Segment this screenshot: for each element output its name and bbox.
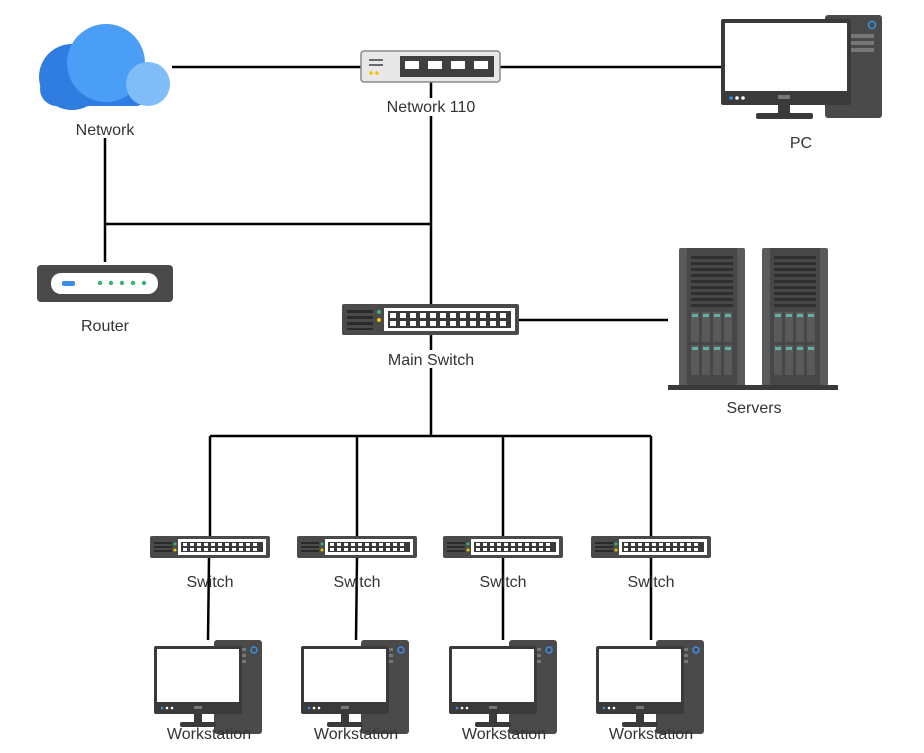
switch-label: Switch bbox=[627, 574, 674, 591]
main-switch-node[interactable]: Main Switch bbox=[342, 304, 519, 369]
pc-node[interactable]: PC bbox=[721, 15, 882, 152]
cloud-icon bbox=[39, 24, 170, 110]
switch-node-4[interactable]: Switch bbox=[591, 536, 711, 591]
desktop-computer-icon bbox=[300, 639, 410, 735]
workstation-node-3[interactable]: Workstation bbox=[448, 639, 558, 743]
connection-lines bbox=[103, 65, 722, 641]
network-switch-icon bbox=[297, 536, 417, 558]
network-switch-icon bbox=[443, 536, 563, 558]
workstation-label: Workstation bbox=[314, 726, 398, 743]
switch-node-3[interactable]: Switch bbox=[443, 536, 563, 591]
workstation-label: Workstation bbox=[167, 726, 251, 743]
switch-label: Switch bbox=[333, 574, 380, 591]
desktop-computer-icon bbox=[448, 639, 558, 735]
router-label: Router bbox=[81, 318, 130, 335]
main-switch-label: Main Switch bbox=[388, 352, 474, 369]
workstation-label: Workstation bbox=[462, 726, 546, 743]
servers-label: Servers bbox=[726, 400, 781, 417]
workstation-node-4[interactable]: Workstation bbox=[595, 639, 705, 743]
cloud-label: Network bbox=[76, 122, 136, 139]
link-switch-ws-1 bbox=[206, 557, 211, 641]
server-rack-icon bbox=[668, 248, 838, 390]
router-node[interactable]: Router bbox=[37, 265, 173, 335]
link-switch-ws-2 bbox=[354, 557, 359, 641]
top-switch-label: Network 110 bbox=[387, 99, 476, 116]
pc-label: PC bbox=[790, 135, 812, 152]
network-switch-icon bbox=[342, 304, 519, 335]
workstation-node-2[interactable]: Workstation bbox=[300, 639, 410, 743]
cloud-node[interactable]: Network bbox=[39, 24, 170, 139]
workstation-node-1[interactable]: Workstation bbox=[153, 639, 263, 743]
desktop-computer-icon bbox=[595, 639, 705, 735]
top-switch-node[interactable]: Network 110 bbox=[360, 50, 501, 116]
network-switch-icon bbox=[591, 536, 711, 558]
workstation-label: Workstation bbox=[609, 726, 693, 743]
switch-label: Switch bbox=[186, 574, 233, 591]
switch-node-2[interactable]: Switch bbox=[297, 536, 417, 591]
network-switch-icon bbox=[150, 536, 270, 558]
servers-node[interactable]: Servers bbox=[668, 248, 838, 417]
desktop-computer-icon bbox=[153, 639, 263, 735]
switch-node-1[interactable]: Switch bbox=[150, 536, 270, 591]
switch-label: Switch bbox=[479, 574, 526, 591]
router-icon bbox=[37, 265, 173, 302]
network-switch-icon bbox=[360, 50, 501, 83]
desktop-computer-icon bbox=[721, 15, 882, 119]
